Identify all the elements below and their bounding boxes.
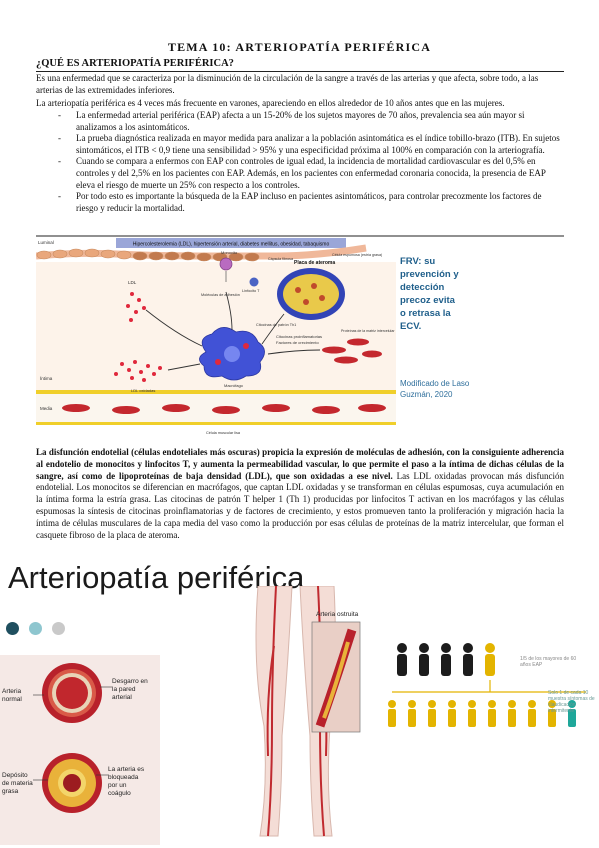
intro-paragraph-2: La arteriopatía periférica es 4 veces má… — [36, 98, 505, 108]
plaque-label: Placa de ateroma — [294, 260, 335, 266]
figure-credit: Modificado de Laso Guzmán, 2020 — [400, 379, 472, 399]
growth-factors-label: Factores de crecimiento — [276, 340, 319, 345]
list-item-text: La prueba diagnóstica realizada en mayor… — [76, 133, 560, 155]
ldl-label: LDL — [128, 280, 137, 285]
facts-list: -La enfermedad arterial periférica (EAP)… — [36, 110, 564, 214]
list-item-text: Por todo esto es importante la búsqueda … — [76, 191, 542, 213]
plaque-artery — [42, 753, 102, 813]
list-item-text: La enfermedad arterial periférica (EAP) … — [76, 110, 525, 132]
stat-one-in-ten-label: Solo 1 de cada 10 muestra síntomas de cl… — [548, 690, 595, 714]
risk-factors-bar: Hipercolesterolemia (LDL), hipertensión … — [133, 242, 330, 248]
infographic-title: Arteriopatía periférica — [8, 560, 305, 595]
list-item: -Cuando se compara a enfermos con EAP co… — [58, 156, 546, 190]
legs-illustration: Arteria ostruita — [255, 586, 361, 837]
smooth-muscle-cells — [62, 338, 386, 414]
endothelium-layer — [35, 244, 367, 262]
prevention-callout: FRV: su prevención y detección precoz ev… — [400, 256, 461, 332]
fibrous-cap-label: Cápsula fibrosa — [268, 257, 293, 261]
people-row-bottom — [388, 700, 576, 727]
macrophage-label: Macrófago — [224, 383, 244, 388]
process-arrows — [145, 291, 321, 371]
layer-lumen-label: Luminal — [38, 240, 54, 245]
intro-paragraph-1: Es una enfermedad que se caracteriza por… — [36, 73, 539, 95]
heading-rule — [36, 71, 564, 72]
people-row-top — [397, 643, 495, 676]
page-title: TEMA 10: ARTERIOPATÍA PERIFÉRICA — [167, 40, 432, 54]
list-item: -La enfermedad arterial periférica (EAP)… — [58, 110, 525, 132]
proinflammatory-cytokines-label: Citocinas proinflamatorias — [276, 334, 322, 339]
list-item: -Por todo esto es importante la búsqueda… — [58, 191, 542, 213]
monocyte-label: Monocito — [221, 250, 238, 255]
layer-media-label: Media — [40, 406, 53, 411]
layer-intima-label: Íntima — [40, 375, 53, 381]
dot-dark — [6, 622, 19, 635]
foam-cell-label: Célula espumosa (estría grasa) — [332, 253, 382, 257]
obstructed-artery-label: Arteria ostruita — [316, 611, 359, 618]
oxidized-ldl-particles — [114, 360, 162, 382]
atherosclerosis-diagram: Hipercolesterolemia (LDL), hipertensión … — [35, 235, 564, 435]
paragraph-bold-intro: La disfunción endotelial (células endote… — [36, 447, 564, 481]
adhesion-molecules-label: Moléculas de adhesión — [201, 293, 240, 297]
t-lymphocyte — [249, 277, 259, 287]
smooth-muscle-label: Célula muscular lisa — [206, 431, 241, 435]
dot-teal — [29, 622, 42, 635]
t-lymphocyte-label: Linfocito T — [242, 289, 260, 293]
endothelial-dysfunction-paragraph: La disfunción endotelial (células endote… — [36, 447, 564, 541]
normal-artery — [42, 663, 102, 723]
atherosclerosis-figure: Hipercolesterolemia (LDL), hipertensión … — [35, 234, 564, 438]
atheroma-plaque — [277, 268, 345, 320]
section-heading: ¿QUÉ ES ARTERIOPATÍA PERIFÉRICA? — [36, 58, 234, 69]
list-item: -La prueba diagnóstica realizada en mayo… — [58, 133, 560, 155]
list-item-text: Cuando se compara a enfermos con EAP con… — [76, 156, 546, 190]
matrix-proteins-label: Proteínas de la matriz intercelular — [341, 329, 395, 333]
oxidized-ldl-label: LDL oxidadas — [131, 388, 155, 393]
ldl-particles — [126, 292, 146, 322]
paragraph-body: Las LDL oxidadas provocan más disfunción… — [36, 470, 564, 540]
monocyte — [219, 257, 233, 271]
dot-gray — [52, 622, 65, 635]
